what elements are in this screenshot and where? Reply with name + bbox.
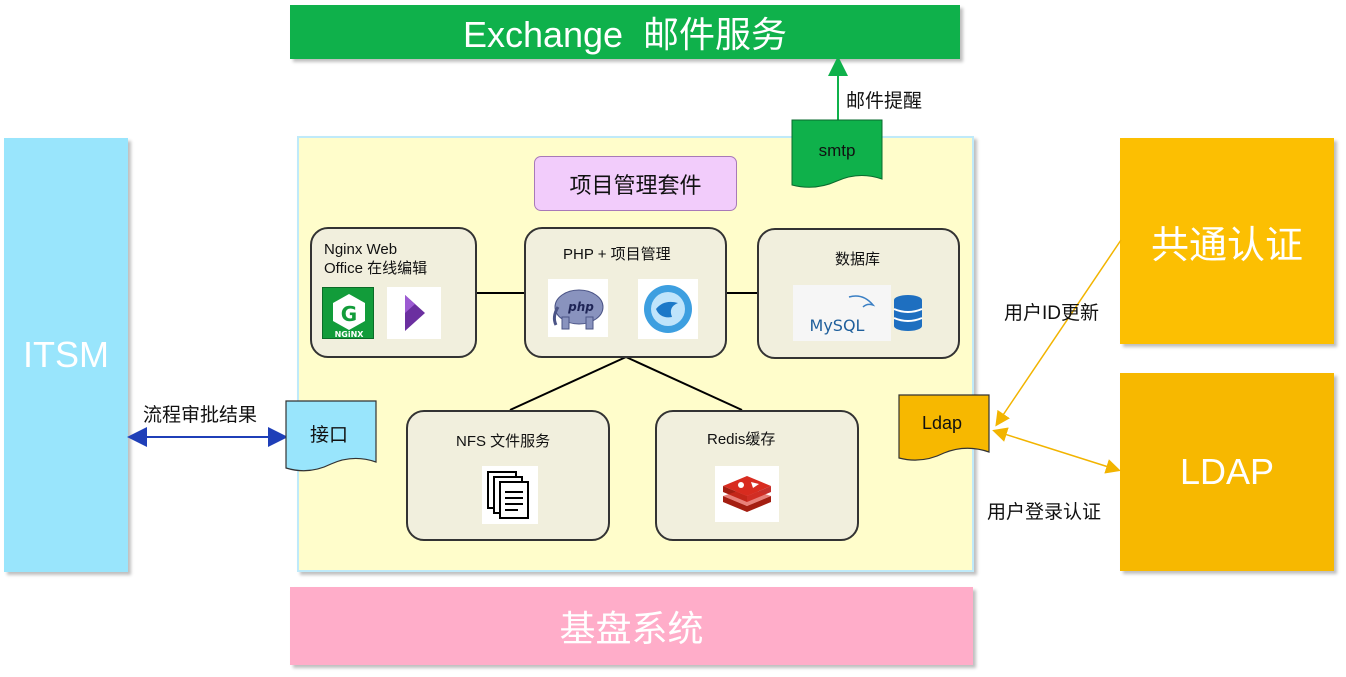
nfs-label: NFS 文件服务 — [456, 433, 551, 450]
office-editor-icon — [387, 287, 441, 339]
suite-title-label: 项目管理套件 — [569, 172, 702, 198]
mail-reminder-label: 邮件提醒 — [846, 91, 923, 112]
redis-cache-component: Redis缓存 — [655, 410, 859, 541]
svg-text:MySQL: MySQL — [810, 316, 865, 335]
php-label: PHP + 项目管理 — [563, 246, 671, 263]
user-login-auth-label: 用户登录认证 — [987, 502, 1102, 523]
project-app-icon — [638, 279, 698, 339]
database-component: 数据库 MySQL — [757, 228, 960, 359]
exchange-mail-service: Exchange 邮件服务 — [290, 5, 960, 59]
nfs-file-service-component: NFS 文件服务 — [406, 410, 610, 541]
svg-text:php: php — [567, 300, 594, 314]
nginx-label-line2: Office 在线编辑 — [324, 260, 428, 277]
smtp-label: smtp — [818, 141, 856, 160]
redis-icon — [715, 466, 779, 522]
database-cylinder-icon — [891, 292, 925, 336]
documents-icon — [482, 466, 538, 524]
itsm-label: ITSM — [23, 334, 109, 375]
user-id-update-arrow — [995, 239, 1122, 427]
svg-text:G: G — [341, 302, 357, 326]
base-system-label: 基盘系统 — [559, 608, 704, 649]
itsm-system: ITSM — [4, 138, 128, 572]
nginx-label-line1: Nginx Web — [324, 241, 398, 258]
user-id-update-label: 用户ID更新 — [1004, 303, 1100, 324]
nginx-icon: G NGiNX — [322, 287, 374, 339]
nginx-web-office-component: Nginx Web Office 在线编辑 G NGiNX — [310, 227, 477, 358]
php-project-management-component: PHP + 项目管理 php — [524, 227, 727, 358]
common-auth-system: 共通认证 — [1120, 138, 1334, 344]
base-system: 基盘系统 — [290, 587, 973, 665]
svg-text:NGiNX: NGiNX — [335, 330, 365, 339]
ldap-doc-label: Ldap — [922, 413, 963, 433]
ldap-system: LDAP — [1120, 373, 1334, 571]
php-elephant-icon: php — [548, 279, 608, 337]
mysql-icon: MySQL — [793, 285, 891, 341]
common-auth-label: 共通认证 — [1150, 224, 1303, 267]
ldap-document — [898, 394, 990, 461]
ldap-system-label: LDAP — [1179, 451, 1275, 492]
exchange-label: Exchange 邮件服务 — [462, 14, 788, 55]
interface-document — [285, 400, 377, 472]
redis-label: Redis缓存 — [707, 431, 776, 448]
interface-label: 接口 — [310, 425, 349, 446]
user-login-auth-arrow — [992, 427, 1121, 474]
suite-title: 项目管理套件 — [534, 156, 737, 211]
smtp-document — [791, 119, 883, 188]
approval-result-label: 流程审批结果 — [143, 405, 258, 426]
database-label: 数据库 — [835, 251, 881, 268]
